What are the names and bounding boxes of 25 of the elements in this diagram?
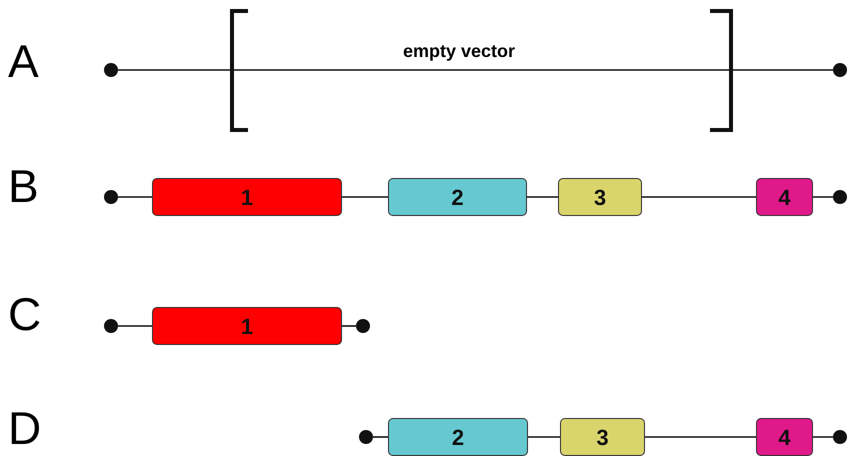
connector-line xyxy=(642,196,756,198)
gene-box: 2 xyxy=(388,418,528,456)
connector-line xyxy=(527,196,558,198)
connector-line xyxy=(118,196,152,198)
connector-line xyxy=(813,436,833,438)
connector-line xyxy=(373,436,388,438)
connector-line xyxy=(342,325,356,327)
gene-box: 4 xyxy=(756,418,813,456)
row-letter: A xyxy=(8,38,39,84)
connector-line xyxy=(645,436,756,438)
row-letter: B xyxy=(8,163,39,209)
gene-box: 4 xyxy=(756,178,813,216)
gene-box: 2 xyxy=(388,178,527,216)
gene-box: 1 xyxy=(152,178,342,216)
gene-box: 1 xyxy=(152,307,342,345)
connector-line xyxy=(118,325,152,327)
connector-line xyxy=(342,196,388,198)
connector-line xyxy=(118,69,833,71)
gene-box: 3 xyxy=(558,178,642,216)
row-letter: C xyxy=(8,291,42,337)
gene-box: 3 xyxy=(560,418,645,456)
connector-line xyxy=(813,196,833,198)
row-letter: D xyxy=(8,405,42,451)
bracket-label: empty vector xyxy=(403,42,516,60)
connector-line xyxy=(528,436,560,438)
